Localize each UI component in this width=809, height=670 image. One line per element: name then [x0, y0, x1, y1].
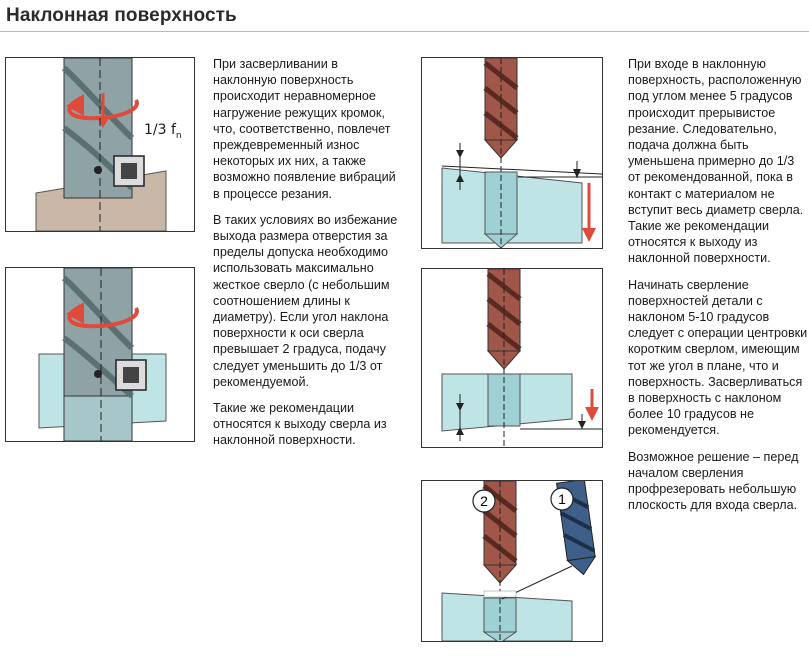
figure-2-svg	[38, 268, 167, 441]
figure-inclined-entry-drill: 1/3 fn	[5, 57, 195, 232]
figure-4-svg	[441, 269, 602, 447]
figure-centering-drill: 2 1	[421, 480, 603, 642]
figure-1-svg	[35, 58, 167, 231]
figure-cyan-workpiece-drill	[5, 267, 195, 442]
title-divider	[0, 31, 809, 32]
middle-text-column: При засверливании в наклонную поверхност…	[213, 56, 401, 459]
figure-twist-drill-exit	[421, 268, 603, 448]
right-text-column: При входе в наклонную поверхность, распо…	[628, 56, 808, 523]
feed-reduction-label: 1/3 fn	[144, 122, 182, 141]
figure-5-svg: 2 1	[441, 481, 597, 641]
paragraph-rigid-drill: В таких условиях во избежание выхода раз…	[213, 212, 398, 389]
page-title: Наклонная поверхность	[6, 5, 237, 26]
paragraph-interrupted-cut: При входе в наклонную поверхность, распо…	[628, 57, 804, 266]
marker-drill-2: 2	[480, 493, 488, 509]
paragraph-possible-solution: Возможное решение – перед началом сверле…	[628, 449, 799, 513]
figure-3-svg	[441, 58, 602, 248]
figure-twist-drill-entry	[421, 57, 603, 249]
paragraph-uneven-loading: При засверливании в наклонную поверхност…	[213, 57, 396, 201]
paragraph-exit-recommendation: Такие же рекомендации относятся к выходу…	[213, 401, 387, 448]
marker-drill-1: 1	[558, 491, 566, 507]
paragraph-centering: Начинать сверление поверхностей детали с…	[628, 277, 808, 438]
